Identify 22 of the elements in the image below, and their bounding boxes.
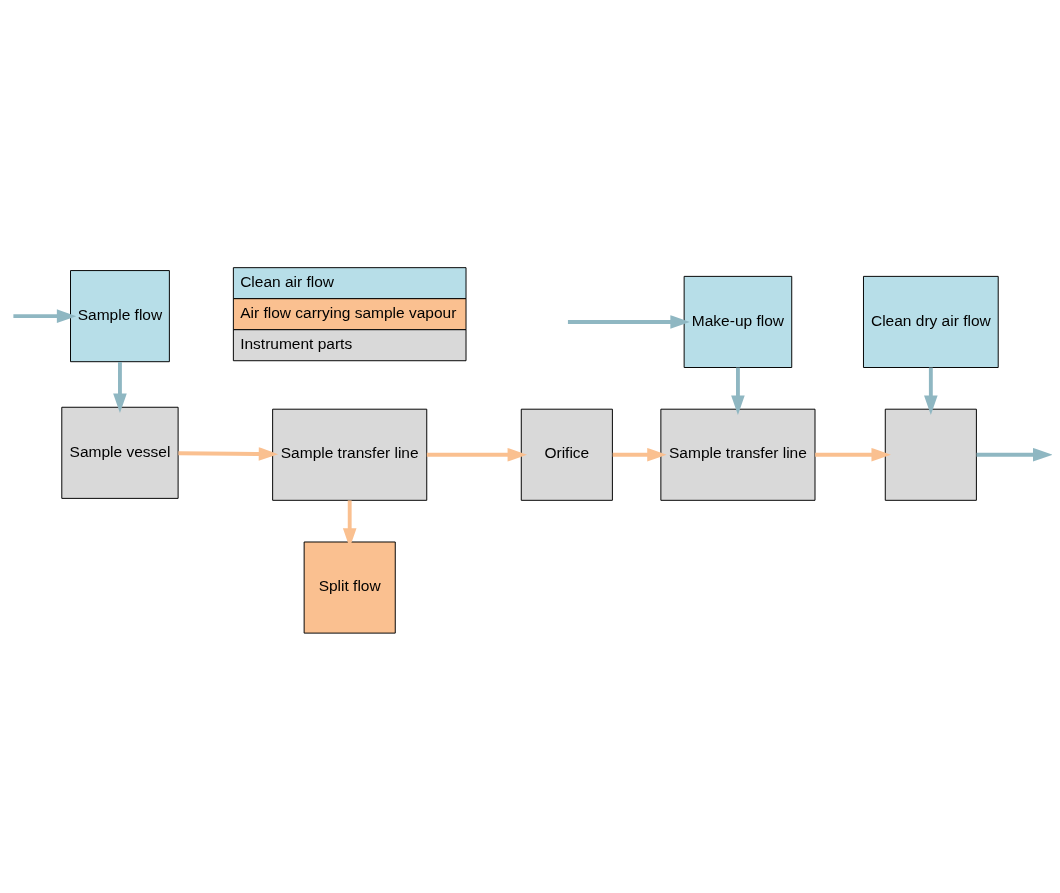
arrow (13, 308, 77, 323)
legend-label: Clean air flow (240, 272, 335, 290)
node-box: Sample flow (70, 269, 170, 362)
node-box (884, 408, 977, 501)
arrow (567, 314, 690, 329)
node-box: Split flow (303, 541, 396, 634)
node-box: Sample vessel (61, 406, 179, 499)
arrow (924, 367, 938, 415)
node-box: Orifice (520, 408, 613, 501)
node-box: Sample transfer line (272, 408, 428, 501)
legend-label: Air flow carrying sample vapour (240, 303, 457, 321)
arrow (731, 367, 745, 415)
arrow (113, 361, 127, 413)
node-box: Clean dry air flow (863, 275, 999, 368)
node-box: Make-up flow (683, 275, 793, 368)
arrow (178, 446, 279, 461)
arrow (426, 447, 527, 462)
arrow (612, 447, 667, 462)
arrow (976, 447, 1052, 462)
legend-label: Instrument parts (240, 334, 353, 352)
node-box: Sample transfer line (660, 408, 816, 501)
arrow (815, 447, 891, 462)
